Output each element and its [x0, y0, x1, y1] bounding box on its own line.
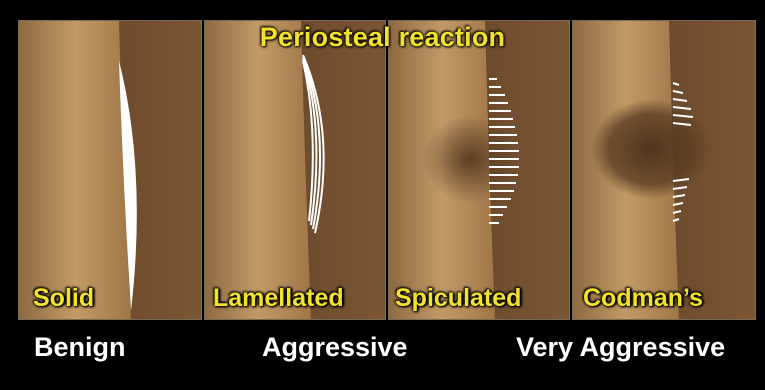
panel-label-lamellated: Lamellated — [213, 284, 344, 313]
bone-shaft — [205, 21, 311, 320]
category-very-aggressive: Very Aggressive — [516, 332, 725, 363]
panel-label-spiculated: Spiculated — [395, 284, 521, 313]
panel-spiculated: Spiculated — [388, 20, 570, 320]
panel-label-codman: Codman’s — [583, 284, 703, 313]
diagram-title: Periosteal reaction — [0, 22, 765, 53]
category-aggressive: Aggressive — [262, 332, 408, 363]
spiculated-illustration — [389, 21, 570, 320]
lamellated-illustration — [205, 21, 386, 320]
panel-label-solid: Solid — [33, 284, 94, 313]
diagram-frame: Solid Lamellated — [18, 20, 756, 320]
panel-codman: Codman’s — [572, 20, 756, 320]
category-benign: Benign — [34, 332, 126, 363]
panel-solid: Solid — [18, 20, 202, 320]
lesion — [591, 99, 711, 199]
panel-lamellated: Lamellated — [204, 20, 386, 320]
bone-shaft — [19, 21, 131, 320]
codman-illustration — [573, 21, 756, 320]
solid-illustration — [19, 21, 202, 320]
